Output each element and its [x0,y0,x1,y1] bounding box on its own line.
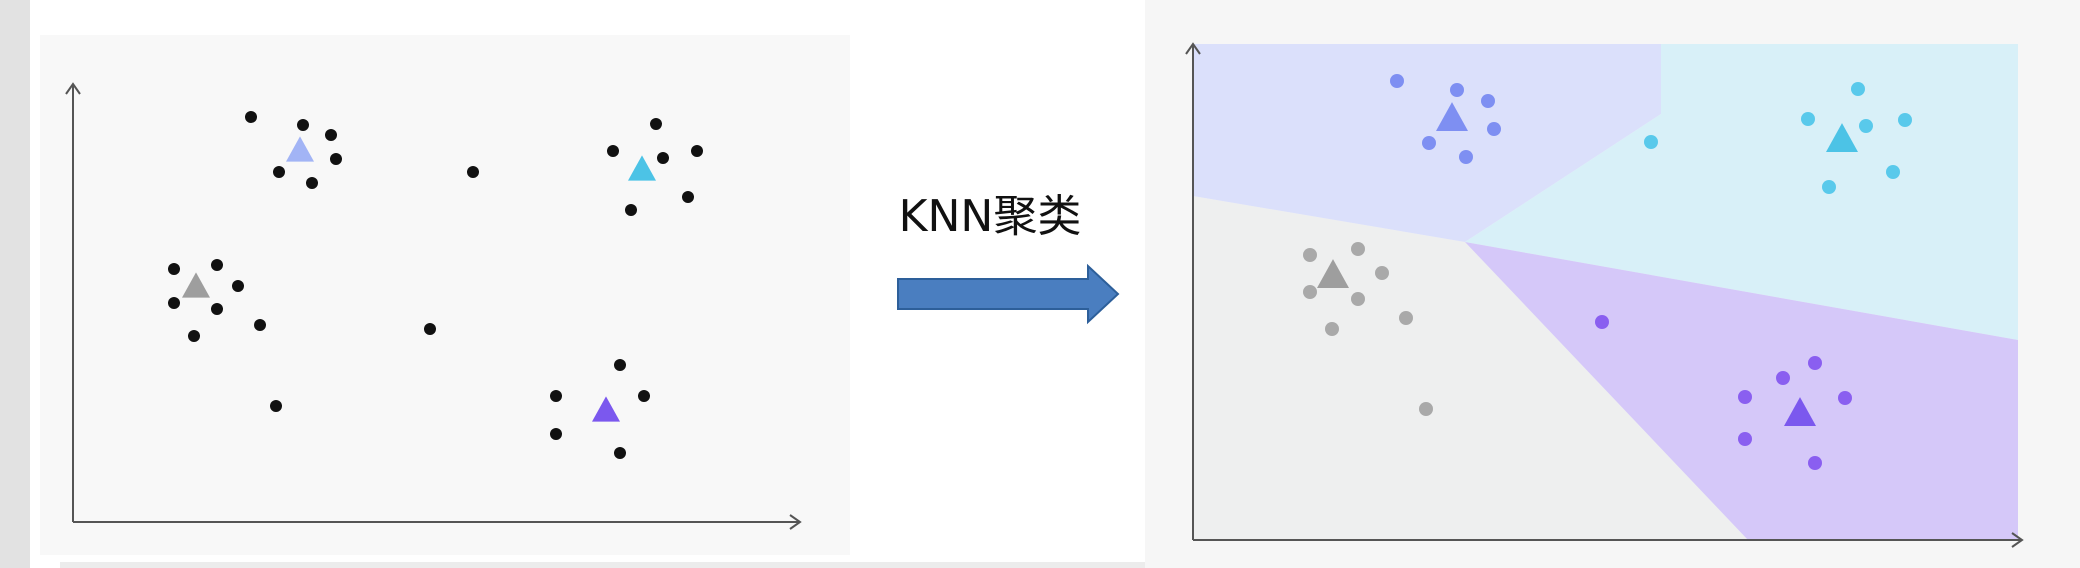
centroid-triangle-blue [286,136,314,162]
data-point [270,400,282,412]
transition-arrow [897,263,1120,325]
left-edge-shadow [0,0,30,568]
right-y-axis-arrowhead [1185,42,1201,55]
data-point-gray [1419,402,1433,416]
data-point-cyan [1644,135,1658,149]
data-point-blue [1481,94,1495,108]
data-point [211,303,223,315]
right-data-points [1303,74,1912,470]
data-point [232,280,244,292]
data-point [607,145,619,157]
data-point [638,390,650,402]
data-point-gray [1351,242,1365,256]
data-point-cyan [1801,112,1815,126]
data-point [245,111,257,123]
data-point [325,129,337,141]
data-point-blue [1390,74,1404,88]
region-cyan [1465,44,2018,340]
centroid-triangle-purple [1784,397,1816,426]
left-panel-unclustered [40,35,850,555]
data-point-cyan [1822,180,1836,194]
right-centroids [1317,102,1858,426]
data-point [691,145,703,157]
right-axes [1185,42,2024,548]
centroid-triangle-purple [592,396,620,422]
left-data-points [168,111,703,459]
data-point [625,204,637,216]
data-point [657,152,669,164]
data-point [682,191,694,203]
data-point-purple [1808,356,1822,370]
data-point [550,390,562,402]
left-y-axis-arrowhead [65,82,81,95]
right-arrow-shape [897,263,1120,325]
centroid-triangle-cyan [628,155,656,181]
data-point [306,177,318,189]
data-point-blue [1459,150,1473,164]
data-point-purple [1838,391,1852,405]
data-point-blue [1422,136,1436,150]
data-point [211,259,223,271]
data-point-cyan [1886,165,1900,179]
data-point [168,263,180,275]
centroid-triangle-gray [182,272,210,298]
data-point-gray [1325,322,1339,336]
data-point [188,330,200,342]
centroid-triangle-blue [1436,102,1468,131]
data-point-gray [1399,311,1413,325]
data-point [273,166,285,178]
knn-clustering-label: KNN聚类 [898,191,1082,242]
data-point-blue [1487,122,1501,136]
data-point-purple [1595,315,1609,329]
data-point [467,166,479,178]
left-centroids [182,136,656,422]
data-point-cyan [1898,113,1912,127]
data-point [254,319,266,331]
data-point [614,447,626,459]
data-point [550,428,562,440]
data-point-gray [1375,266,1389,280]
data-point [168,297,180,309]
data-point [614,359,626,371]
data-point [297,119,309,131]
data-point-blue [1450,83,1464,97]
left-axes [65,82,802,530]
data-point-cyan [1851,82,1865,96]
left-x-axis-arrowhead [789,514,802,530]
data-point-purple [1738,432,1752,446]
data-point [424,323,436,335]
data-point-gray [1303,248,1317,262]
data-point-cyan [1859,119,1873,133]
left-panel-background [40,35,850,555]
data-point-purple [1738,390,1752,404]
data-point-purple [1808,456,1822,470]
data-point-gray [1351,292,1365,306]
data-point [330,153,342,165]
data-point-gray [1303,285,1317,299]
data-point-purple [1776,371,1790,385]
centroid-triangle-cyan [1826,123,1858,152]
bottom-strip [60,562,1710,568]
centroid-triangle-gray [1317,259,1349,288]
right-x-axis-arrowhead [2011,532,2024,548]
right-panel-clustered [1145,0,2080,568]
data-point [650,118,662,130]
